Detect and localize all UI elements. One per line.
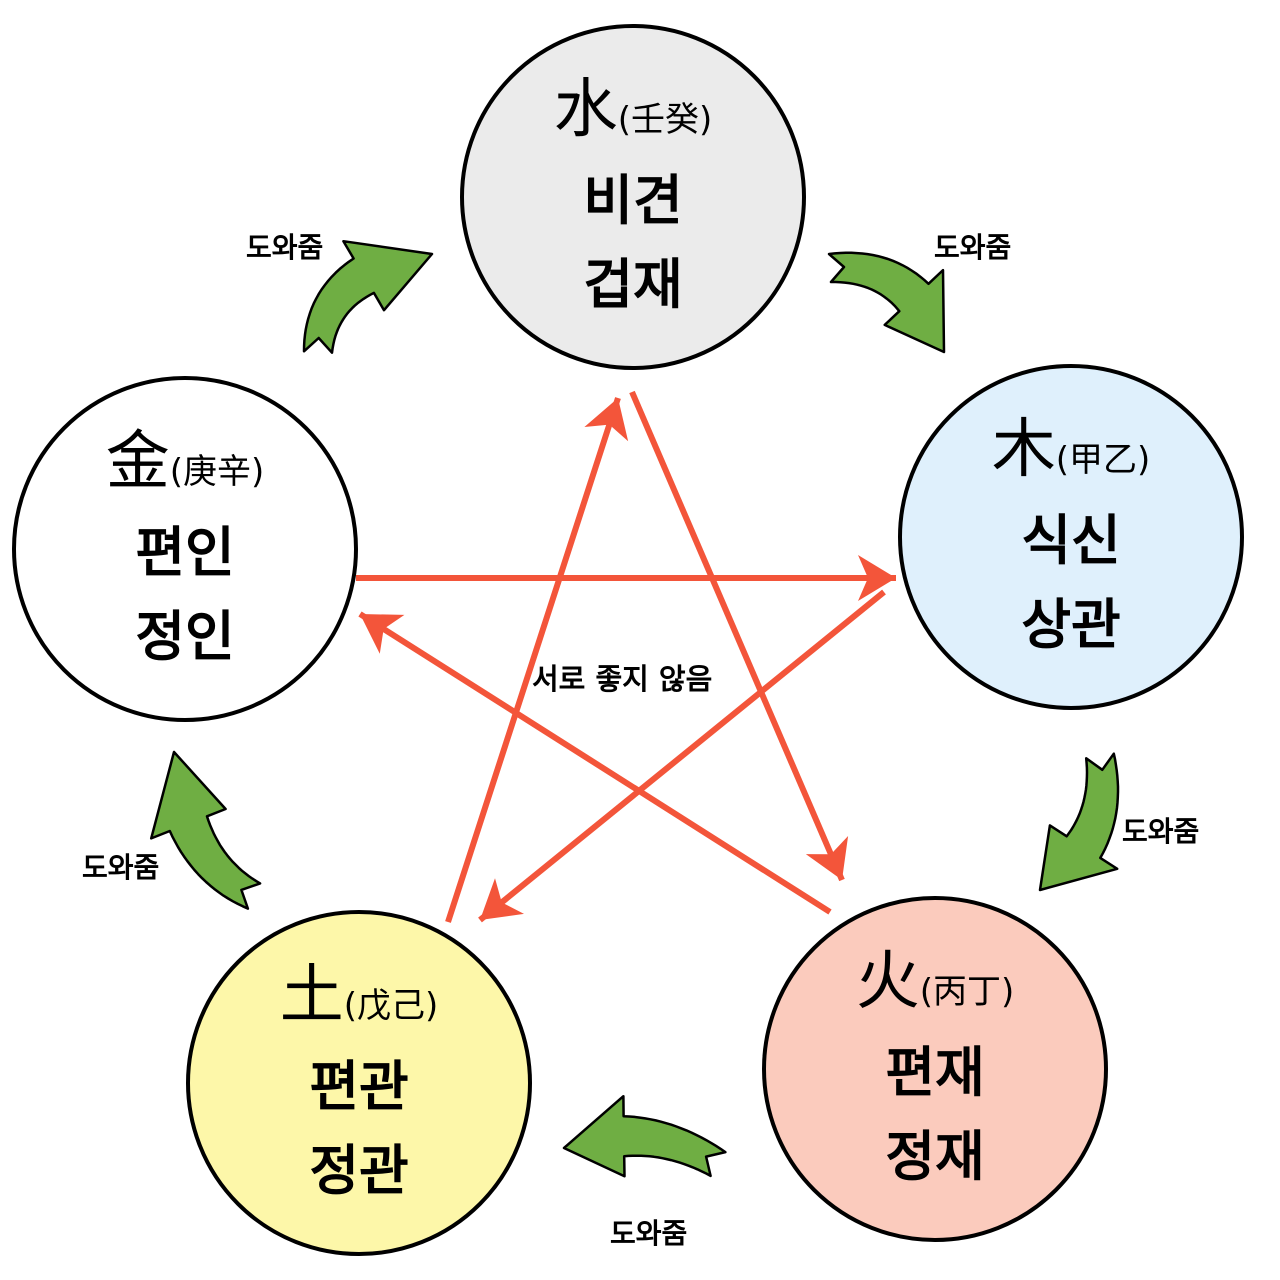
generating-arrow-metal-to-water [302, 239, 434, 354]
wood-stems: (甲乙) [1055, 440, 1151, 480]
generating-arrow-wood-to-fire [1038, 752, 1120, 892]
water-stems: (壬癸) [617, 100, 713, 140]
fire-god-1: 편재 [885, 1041, 985, 1104]
metal-stems: (庚辛) [169, 452, 265, 492]
fire-god-2: 정재 [885, 1125, 985, 1188]
wood-god-1: 식신 [1021, 509, 1121, 572]
controlling-arrow-water-to-fire [629, 390, 849, 882]
water-god-2: 겁재 [583, 253, 683, 316]
controlling-arrow-earth-to-water [445, 397, 629, 923]
water-char: 水 [553, 73, 618, 147]
earth-stems: (戊己) [343, 986, 439, 1026]
controlling-arrow-wood-to-earth [478, 589, 886, 923]
earth-circle: 土(戊己) 편관 정관 [186, 910, 532, 1256]
wood-circle: 木(甲乙) 식신 상관 [898, 364, 1244, 710]
fire-header: 火(丙丁) [766, 950, 1104, 1014]
label-fire-to-earth: 도와줌 [610, 1217, 688, 1250]
label-earth-to-metal: 도와줌 [82, 851, 160, 884]
generating-arrow-fire-to-earth [562, 1094, 727, 1178]
label-water-to-wood: 도와줌 [934, 231, 1012, 264]
wood-god-2: 상관 [1021, 593, 1121, 656]
label-metal-to-water: 도와줌 [246, 231, 324, 264]
label-wood-to-fire: 도와줌 [1122, 815, 1200, 848]
water-header: 水(壬癸) [464, 78, 802, 142]
generating-arrow-water-to-wood [827, 251, 946, 354]
metal-header: 金(庚辛) [16, 430, 354, 494]
metal-char: 金 [105, 425, 170, 499]
metal-god-2: 정인 [135, 605, 235, 668]
fire-stems: (丙丁) [919, 972, 1015, 1012]
wood-header: 木(甲乙) [902, 418, 1240, 482]
wood-char: 木 [991, 413, 1056, 487]
controlling-arrows [356, 390, 896, 923]
center-label: 서로 좋지 않음 [532, 662, 713, 696]
generating-arrows [149, 239, 1120, 1178]
earth-char: 土 [279, 959, 344, 1033]
fire-circle: 火(丙丁) 편재 정재 [762, 896, 1108, 1242]
earth-god-2: 정관 [309, 1139, 409, 1202]
fire-char: 火 [855, 945, 920, 1019]
controlling-arrow-fire-to-metal [358, 611, 832, 915]
water-circle: 水(壬癸) 비견 겁재 [460, 24, 806, 370]
generating-arrow-earth-to-metal [149, 750, 262, 910]
earth-god-1: 편관 [309, 1055, 409, 1118]
earth-header: 土(戊己) [190, 964, 528, 1028]
metal-circle: 金(庚辛) 편인 정인 [12, 376, 358, 722]
metal-god-1: 편인 [135, 521, 235, 584]
water-god-1: 비견 [583, 169, 683, 232]
